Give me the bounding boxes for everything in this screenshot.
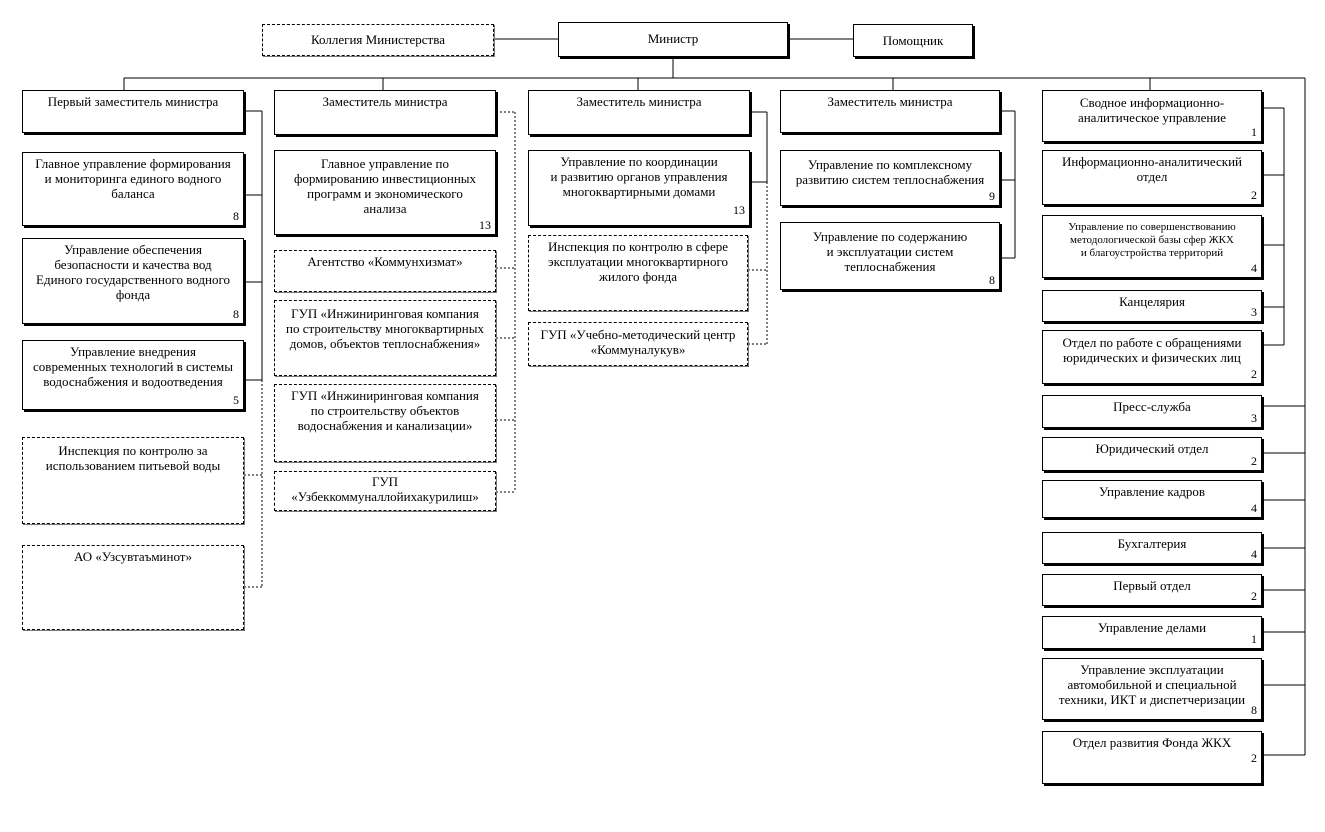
administration-department-box: Управление делами 1 — [1042, 616, 1262, 649]
box-label: Канцелярия — [1119, 294, 1185, 309]
info-analytical-department-box: Информационно-аналитический отдел 2 — [1042, 150, 1262, 205]
staff-count: 1 — [1251, 632, 1257, 646]
staff-count: 1 — [1251, 125, 1257, 139]
first-department-box: Первый отдел 2 — [1042, 574, 1262, 606]
legal-department-box: Юридический отдел 2 — [1042, 437, 1262, 471]
appeals-department-box: Отдел по работе с обращениями юридически… — [1042, 330, 1262, 384]
staff-count: 13 — [479, 218, 491, 232]
box-label: Управление обеспечения безопасности и ка… — [36, 242, 230, 302]
vehicle-ict-department-box: Управление эксплуатации автомобильной и … — [1042, 658, 1262, 720]
staff-count: 8 — [1251, 703, 1257, 717]
staff-count: 5 — [233, 393, 239, 407]
staff-count: 4 — [1251, 261, 1257, 275]
first-deputy-minister-label: Первый заместитель министра — [47, 94, 219, 109]
staff-count: 3 — [1251, 305, 1257, 319]
minister-box: Министр — [558, 22, 788, 57]
box-label: ГУП «Узбеккоммуналлойихакурилиш» — [291, 474, 479, 504]
heat-supply-development-box: Управление по комплексному развитию сист… — [780, 150, 1000, 206]
staff-count: 4 — [1251, 501, 1257, 515]
box-label: Отдел по работе с обращениями юридически… — [1062, 335, 1242, 365]
staff-count: 2 — [1251, 367, 1257, 381]
staff-count: 2 — [1251, 454, 1257, 468]
deputy-minister-label: Заместитель министра — [827, 94, 953, 109]
box-label: Информационно-аналитический отдел — [1062, 154, 1242, 184]
uzsuvtaminot-box: АО «Узсувтаъминот» — [22, 545, 244, 630]
deputy-minister-2-box: Заместитель министра — [274, 90, 496, 135]
minister-label: Министр — [647, 31, 699, 46]
box-label: Первый отдел — [1113, 578, 1191, 593]
staff-count: 8 — [233, 209, 239, 223]
methodology-department-box: Управление по совершенствованию методоло… — [1042, 215, 1262, 278]
apartment-management-department-box: Управление по координации и развитию орг… — [528, 150, 750, 226]
accounting-box: Бухгалтерия 4 — [1042, 532, 1262, 564]
hr-department-box: Управление кадров 4 — [1042, 480, 1262, 518]
assistant-box: Помощник — [853, 24, 973, 57]
staff-count: 13 — [733, 203, 745, 217]
staff-count: 2 — [1251, 188, 1257, 202]
modern-tech-department-box: Управление внедрения современных техноло… — [22, 340, 244, 410]
engineering-company-water-box: ГУП «Инжиниринговая компания по строител… — [274, 384, 496, 462]
press-service-box: Пресс-служба 3 — [1042, 395, 1262, 428]
box-label: Управление по содержанию и эксплуатации … — [812, 229, 968, 274]
uzbekkommunal-box: ГУП «Узбеккоммуналлойихакурилиш» — [274, 471, 496, 511]
box-label: Юридический отдел — [1095, 441, 1209, 456]
box-label: Управление внедрения современных техноло… — [33, 344, 233, 389]
first-deputy-minister-box: Первый заместитель министра — [22, 90, 244, 133]
staff-count: 8 — [233, 307, 239, 321]
box-label: Инспекция по контролю за использованием … — [45, 443, 221, 473]
collegium-box: Коллегия Министерства — [262, 24, 494, 56]
water-balance-department-box: Главное управление формирования и монито… — [22, 152, 244, 226]
water-safety-department-box: Управление обеспечения безопасности и ка… — [22, 238, 244, 324]
box-label: Управление по координации и развитию орг… — [550, 154, 728, 199]
kommunalukuv-center-box: ГУП «Учебно-методический центр «Коммунал… — [528, 322, 748, 366]
staff-count: 8 — [989, 273, 995, 287]
box-label: Отдел развития Фонда ЖКХ — [1072, 735, 1232, 750]
staff-count: 4 — [1251, 547, 1257, 561]
box-label: Управление по комплексному развитию сист… — [795, 157, 985, 187]
box-label: Бухгалтерия — [1117, 536, 1187, 551]
kommunhizmat-agency-box: Агентство «Коммунхизмат» — [274, 250, 496, 292]
box-label: Инспекция по контролю в сфере эксплуатац… — [547, 239, 729, 284]
assistant-label: Помощник — [882, 33, 944, 48]
heat-supply-maintenance-box: Управление по содержанию и эксплуатации … — [780, 222, 1000, 290]
box-label: ГУП «Учебно-методический центр «Коммунал… — [540, 327, 736, 357]
box-label: Управление по совершенствованию методоло… — [1068, 221, 1236, 259]
chancellery-box: Канцелярия 3 — [1042, 290, 1262, 322]
staff-count: 2 — [1251, 589, 1257, 603]
box-label: Управление эксплуатации автомобильной и … — [1058, 662, 1246, 707]
staff-count: 9 — [989, 189, 995, 203]
deputy-minister-4-box: Заместитель министра — [780, 90, 1000, 133]
box-label: Агентство «Коммунхизмат» — [307, 254, 463, 269]
collegium-label: Коллегия Министерства — [311, 32, 445, 47]
housing-fund-development-box: Отдел развития Фонда ЖКХ 2 — [1042, 731, 1262, 784]
drinking-water-inspection-box: Инспекция по контролю за использованием … — [22, 437, 244, 524]
box-label: Пресс-служба — [1113, 399, 1191, 414]
box-label: Сводное информационно- аналитическое упр… — [1077, 95, 1227, 125]
staff-count: 2 — [1251, 751, 1257, 765]
deputy-minister-label: Заместитель министра — [322, 94, 448, 109]
engineering-company-housing-box: ГУП «Инжиниринговая компания по строител… — [274, 300, 496, 376]
info-analytical-directorate-box: Сводное информационно- аналитическое упр… — [1042, 90, 1262, 142]
box-label: Главное управление по формированию инвес… — [293, 156, 477, 216]
box-label: Управление делами — [1097, 620, 1207, 635]
staff-count: 3 — [1251, 411, 1257, 425]
box-label: АО «Узсувтаъминот» — [74, 549, 192, 564]
box-label: ГУП «Инжиниринговая компания по строител… — [286, 306, 484, 351]
deputy-minister-3-box: Заместитель министра — [528, 90, 750, 135]
box-label: Управление кадров — [1098, 484, 1206, 499]
investment-programs-department-box: Главное управление по формированию инвес… — [274, 150, 496, 235]
box-label: Главное управление формирования и монито… — [35, 156, 231, 201]
box-label: ГУП «Инжиниринговая компания по строител… — [291, 388, 479, 433]
deputy-minister-label: Заместитель министра — [576, 94, 702, 109]
housing-inspection-box: Инспекция по контролю в сфере эксплуатац… — [528, 235, 748, 311]
